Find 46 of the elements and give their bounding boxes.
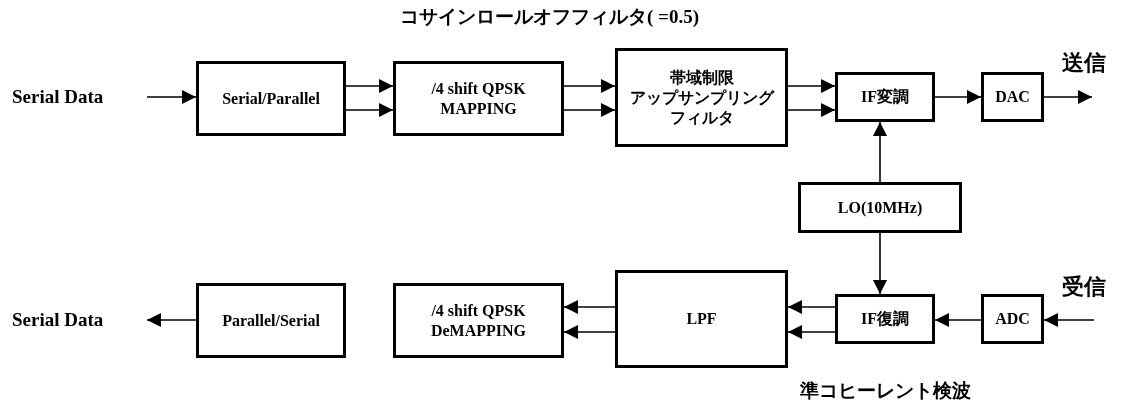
arrow xyxy=(345,103,394,117)
arrow xyxy=(563,300,616,314)
box-label: Serial/Parallel xyxy=(222,88,320,109)
process-box xyxy=(393,61,564,136)
process-box xyxy=(981,294,1044,344)
box-label: /4 shift QPSK DeMAPPING xyxy=(429,300,528,341)
caption-text: 準コヒーレント検波 xyxy=(800,379,971,403)
arrow xyxy=(787,300,836,314)
box-label: LO(10MHz) xyxy=(837,197,923,218)
process-box xyxy=(615,270,788,368)
process-box xyxy=(835,294,935,344)
box-label: IF復調 xyxy=(861,309,909,329)
caption-text: コサインロールオフフィルタ( =0.5) xyxy=(400,5,699,29)
process-box xyxy=(835,72,935,122)
arrow xyxy=(563,79,616,93)
arrow xyxy=(146,313,197,327)
box-label: ADC xyxy=(995,309,1030,329)
box-label: Parallel/Serial xyxy=(222,310,320,331)
arrow xyxy=(787,325,836,339)
box-label: 帯域制限アップサンプリングフィルタ xyxy=(629,67,774,128)
arrow xyxy=(563,325,616,339)
process-box xyxy=(196,283,346,358)
process-box xyxy=(981,72,1044,122)
arrow xyxy=(787,79,836,93)
signal-label: Serial Data xyxy=(12,307,147,333)
signal-label: 送信 xyxy=(1062,49,1106,77)
process-box xyxy=(393,283,564,358)
process-box xyxy=(798,182,962,233)
arrow xyxy=(1043,90,1093,104)
arrow xyxy=(787,103,836,117)
signal-label: Serial Data xyxy=(12,84,147,110)
arrow xyxy=(934,90,982,104)
process-box xyxy=(196,61,346,136)
arrow xyxy=(1043,313,1095,327)
arrow xyxy=(873,232,887,295)
arrow xyxy=(345,79,394,93)
box-label: /4 shift QPSK MAPPING xyxy=(430,78,527,119)
arrow xyxy=(934,313,982,327)
box-label: IF変調 xyxy=(861,87,909,107)
arrow xyxy=(146,90,197,104)
box-label: LPF xyxy=(686,309,717,329)
arrow xyxy=(873,121,887,183)
signal-label: 受信 xyxy=(1062,273,1106,301)
arrow xyxy=(563,103,616,117)
process-box xyxy=(615,48,788,147)
box-label: DAC xyxy=(995,87,1030,107)
